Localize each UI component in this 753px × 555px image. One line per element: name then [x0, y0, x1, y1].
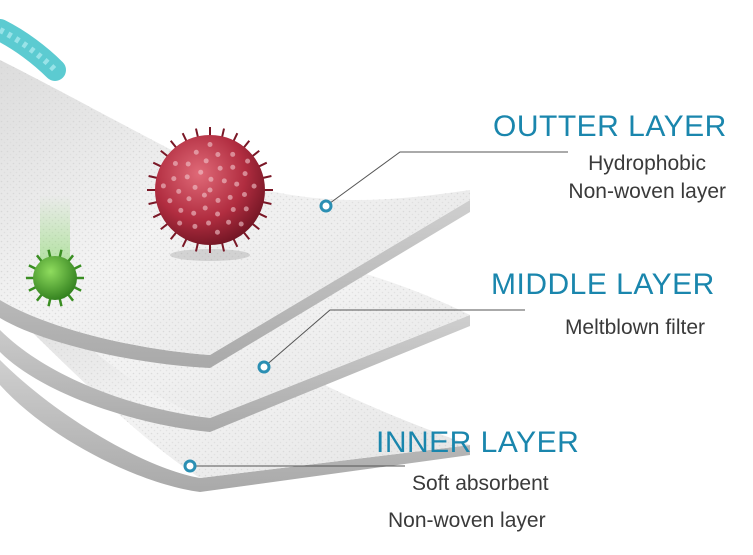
middle-layer-leader	[257, 309, 525, 374]
outer-layer-marker	[319, 199, 333, 213]
middle-layer-marker	[257, 360, 271, 374]
inner-layer-title: INNER LAYER	[376, 426, 580, 459]
inner-layer-desc-line-1: Soft absorbent	[412, 472, 549, 495]
bacteria-particle-icon	[147, 127, 273, 261]
inner-layer-desc-line-2: Non-woven layer	[388, 509, 546, 532]
outer-layer-desc-line-1: Hydrophobic	[588, 152, 706, 175]
middle-layer-desc-line-1: Meltblown filter	[564, 316, 705, 339]
virus-particle-icon	[26, 195, 84, 307]
inner-layer-leader	[183, 459, 405, 473]
fiber-strand-icon	[0, 19, 66, 81]
outer-layer-desc-line-2: Non-woven layer	[568, 180, 726, 203]
middle-layer-title: MIDDLE LAYER	[491, 268, 715, 301]
outer-layer-leader	[319, 151, 568, 213]
inner-layer-marker	[183, 459, 197, 473]
outer-layer-title: OUTTER LAYER	[493, 110, 727, 143]
